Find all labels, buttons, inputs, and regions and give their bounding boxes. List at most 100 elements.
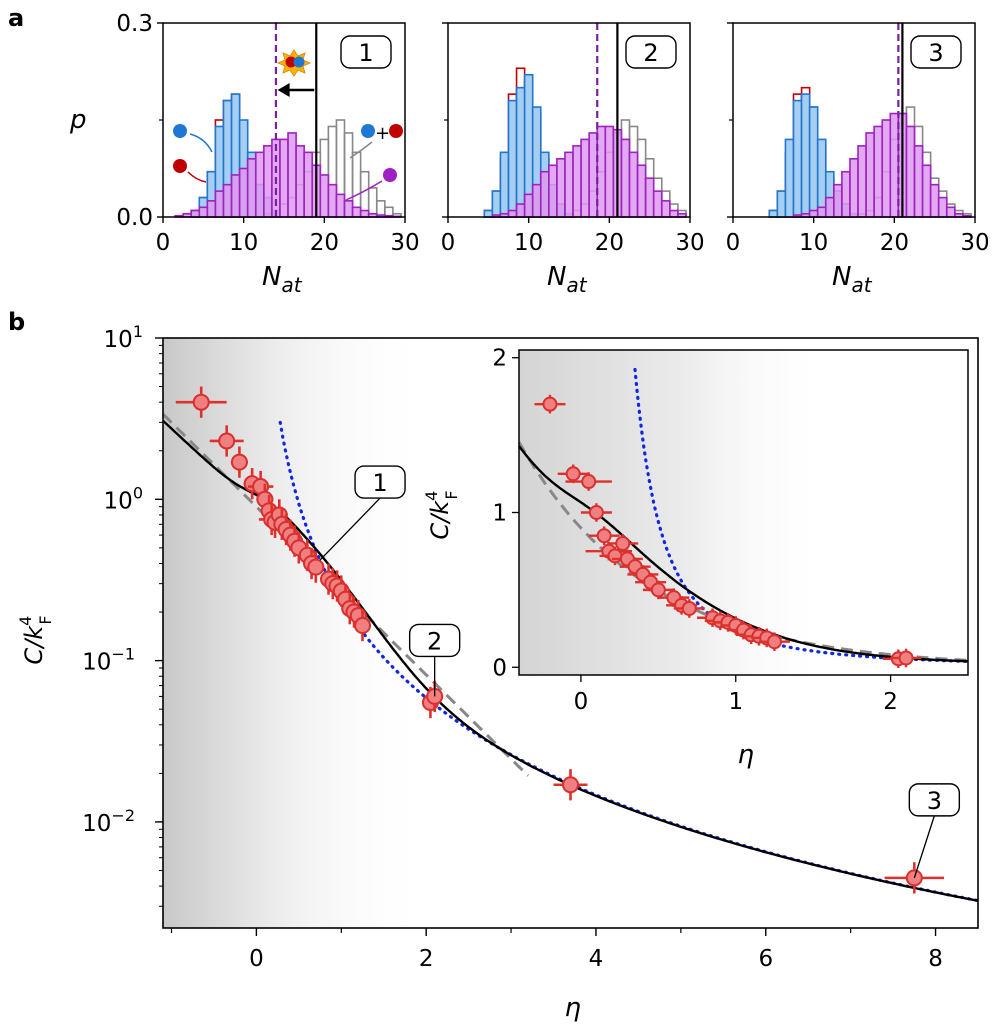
- purple-hist-bar: [295, 145, 305, 218]
- purple-hist-bar: [548, 164, 558, 218]
- purple-hist-bar: [881, 119, 892, 218]
- blue-hist-bar: [808, 106, 819, 218]
- blue-hist-bar: [483, 209, 494, 218]
- inset-plot: 0 1 2 0 1 2 η C/k4F: [422, 346, 970, 770]
- gray-hist-bar: [367, 187, 378, 218]
- blue-hist-bar: [800, 93, 811, 218]
- red-atom-icon: [389, 124, 403, 138]
- subplot-label: 1: [358, 39, 373, 67]
- x-tick-label: 20: [310, 230, 339, 256]
- data-marker: [565, 466, 581, 482]
- purple-hist-bar: [214, 190, 225, 218]
- y-tick-label: 101: [104, 322, 143, 353]
- x-tick-label: 2: [883, 689, 898, 715]
- red-atom-icon: [285, 56, 297, 68]
- x-tick-label: 6: [758, 946, 773, 972]
- annotation-leader: [319, 497, 381, 561]
- purple-hist-bar: [359, 209, 370, 218]
- data-marker: [615, 535, 631, 551]
- data-marker: [542, 396, 558, 412]
- data-marker: [681, 600, 697, 616]
- purple-hist-bar: [572, 145, 582, 218]
- data-point: [607, 534, 639, 553]
- data-point: [627, 565, 659, 584]
- subplot-label-box: [910, 35, 962, 69]
- purple-hist-bar: [824, 196, 835, 218]
- purple-hist-bar: [343, 200, 354, 218]
- purple-hist-bar: [628, 151, 639, 218]
- purple-hist-bar: [833, 183, 843, 218]
- data-marker: [581, 474, 597, 490]
- data-marker: [218, 432, 236, 450]
- data-point: [307, 551, 325, 583]
- x-tick-label: 20: [880, 230, 909, 256]
- data-marker: [230, 453, 248, 471]
- purple-atom-icon: [383, 168, 397, 182]
- annotation-3: 3: [908, 783, 961, 879]
- purple-hist-bar: [620, 138, 631, 218]
- x-tick-label: 1: [728, 689, 743, 715]
- panel-b-label: b: [8, 308, 25, 336]
- blue-hist-bar: [768, 209, 779, 218]
- blue-hist-bar: [499, 151, 510, 218]
- axes-frame: [162, 337, 979, 929]
- y-tick-label: 1: [492, 501, 507, 527]
- subplot-label: 2: [643, 39, 658, 67]
- purple-hist-bar: [636, 164, 647, 218]
- purple-hist-bar: [905, 125, 916, 218]
- purple-hist-bar: [913, 145, 924, 218]
- dotted-curve: [278, 420, 980, 903]
- data-marker: [354, 617, 372, 635]
- purple-hist-bar: [849, 158, 859, 218]
- purple-hist-bar: [921, 164, 932, 218]
- blue-atom-icon: [361, 124, 375, 138]
- purple-hist-bar: [198, 206, 209, 218]
- data-point: [619, 557, 651, 576]
- annotation-label: 2: [427, 627, 442, 655]
- purple-hist-bar: [669, 209, 679, 218]
- x-tick-label: 4: [589, 946, 604, 972]
- subplot-label-box: [340, 35, 392, 69]
- purple-hist-bar: [539, 170, 550, 218]
- y-tick-label: 0: [492, 655, 507, 681]
- data-point: [553, 769, 588, 801]
- purple-hist-bar: [246, 158, 257, 218]
- x-axis-label: Nat: [547, 262, 588, 297]
- unitary-region-shading: [163, 338, 427, 928]
- dashed-curve: [517, 441, 969, 662]
- purple-hist-bar: [865, 132, 875, 218]
- purple-hist-bar: [263, 145, 273, 218]
- annotation-2: 2: [408, 623, 461, 697]
- purple-hist-bar: [507, 209, 518, 218]
- inset-x-axis-label: η: [738, 740, 754, 770]
- x-tick-label: 20: [595, 230, 624, 256]
- purple-hist-bar: [660, 200, 671, 218]
- data-point: [673, 599, 705, 618]
- y-tick-label: 0.0: [116, 205, 153, 231]
- purple-hist-bar: [351, 206, 362, 218]
- annotation-leader: [913, 815, 935, 879]
- x-tick-label: 0: [441, 230, 456, 256]
- purple-hist-bar: [222, 183, 233, 218]
- x-tick-label: 10: [229, 230, 258, 256]
- data-point: [890, 648, 922, 668]
- y-axis-label-text: C/k4F: [422, 490, 461, 539]
- annotation-box: [354, 465, 406, 499]
- data-point: [758, 632, 790, 652]
- x-tick-label: 0: [574, 689, 589, 715]
- inset-shading: [519, 350, 829, 675]
- blue-hist-bar: [792, 99, 803, 218]
- arrow-icon: [349, 141, 373, 159]
- data-point: [534, 394, 566, 414]
- red-atom-icon: [173, 159, 187, 173]
- blue-atom-icon: [293, 56, 305, 68]
- data-marker: [562, 776, 579, 794]
- data-point: [565, 472, 612, 491]
- purple-hist-bar: [604, 125, 615, 218]
- x-tick-label: 0: [726, 230, 741, 256]
